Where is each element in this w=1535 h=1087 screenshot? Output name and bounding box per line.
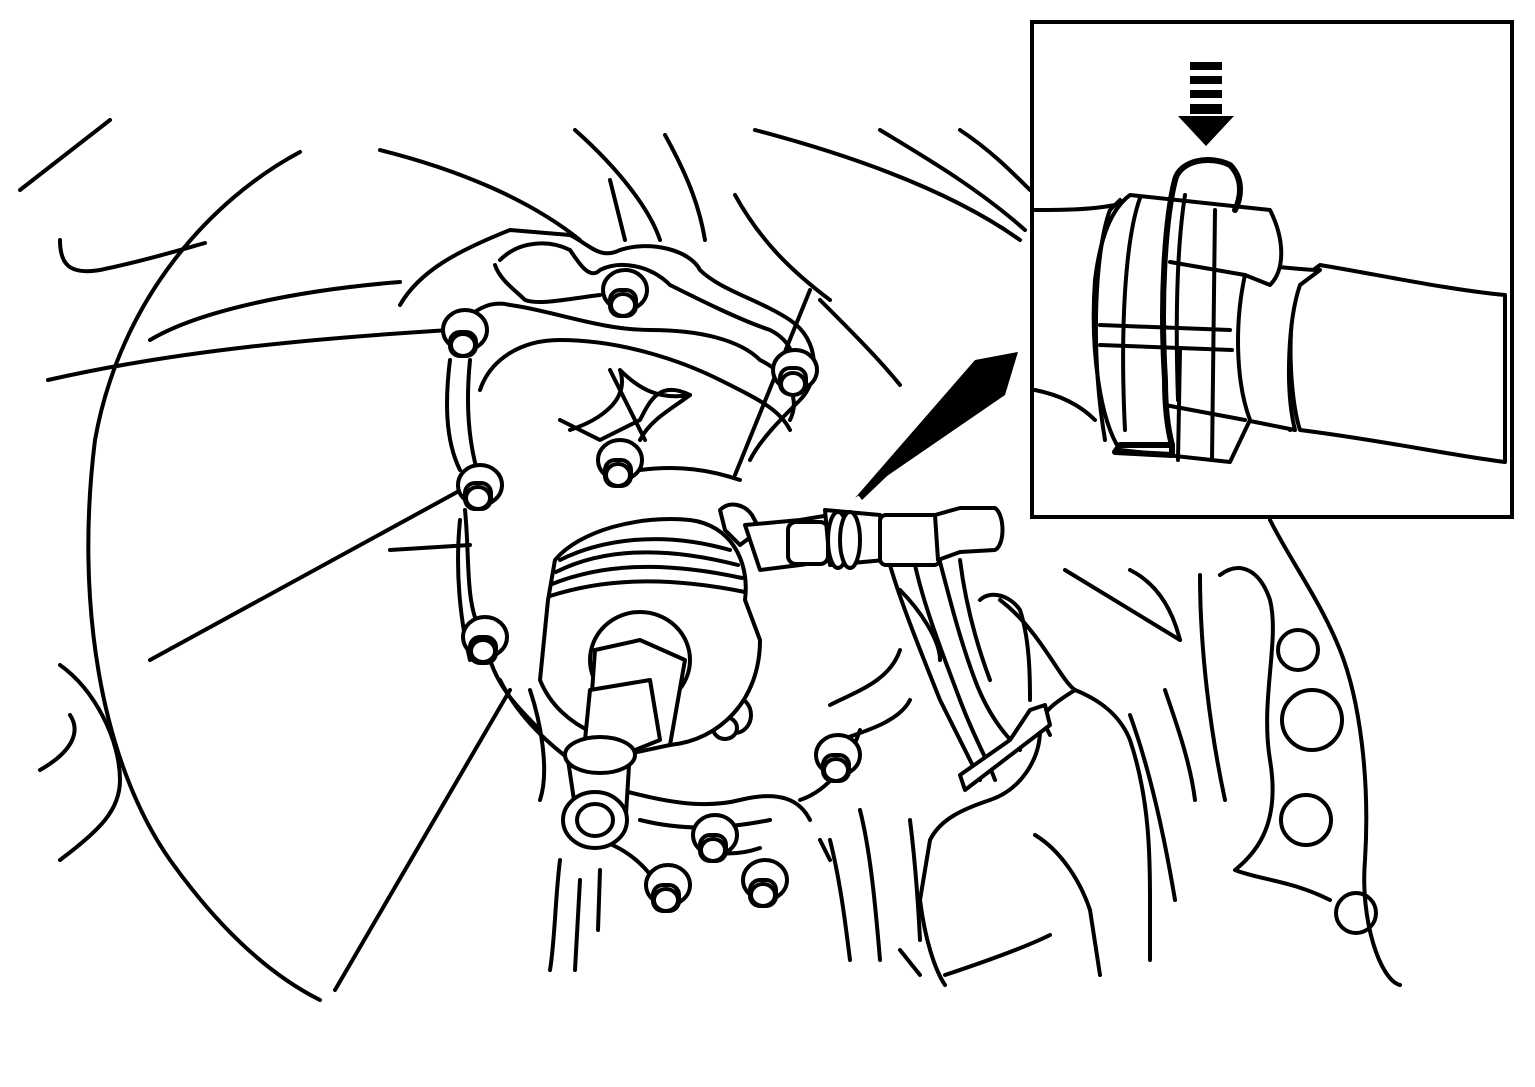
bolt [456, 463, 504, 511]
bolt [741, 858, 789, 908]
bolt [814, 733, 862, 783]
case-hole-4 [1334, 891, 1378, 935]
transaxle-case [898, 518, 1402, 987]
drive-shaft [538, 517, 762, 850]
case-hole-3 [1279, 793, 1333, 847]
bolt [601, 268, 649, 318]
bell-housing-outline [18, 118, 1032, 1002]
bolt [691, 813, 739, 863]
detail-inset [1030, 20, 1514, 519]
hose-assembly [718, 502, 1052, 792]
bolt [461, 615, 509, 665]
bolt [644, 863, 692, 913]
flange-bolts [441, 268, 862, 913]
case-hole-2 [1280, 688, 1344, 752]
lower-structure [548, 648, 1077, 987]
case-hole-1 [1276, 628, 1320, 672]
bolt [441, 308, 489, 358]
bolt [596, 438, 644, 488]
bolt [771, 348, 819, 397]
callout-arrow-icon [855, 352, 1018, 500]
dashed-arrow-down-icon [1178, 62, 1234, 146]
